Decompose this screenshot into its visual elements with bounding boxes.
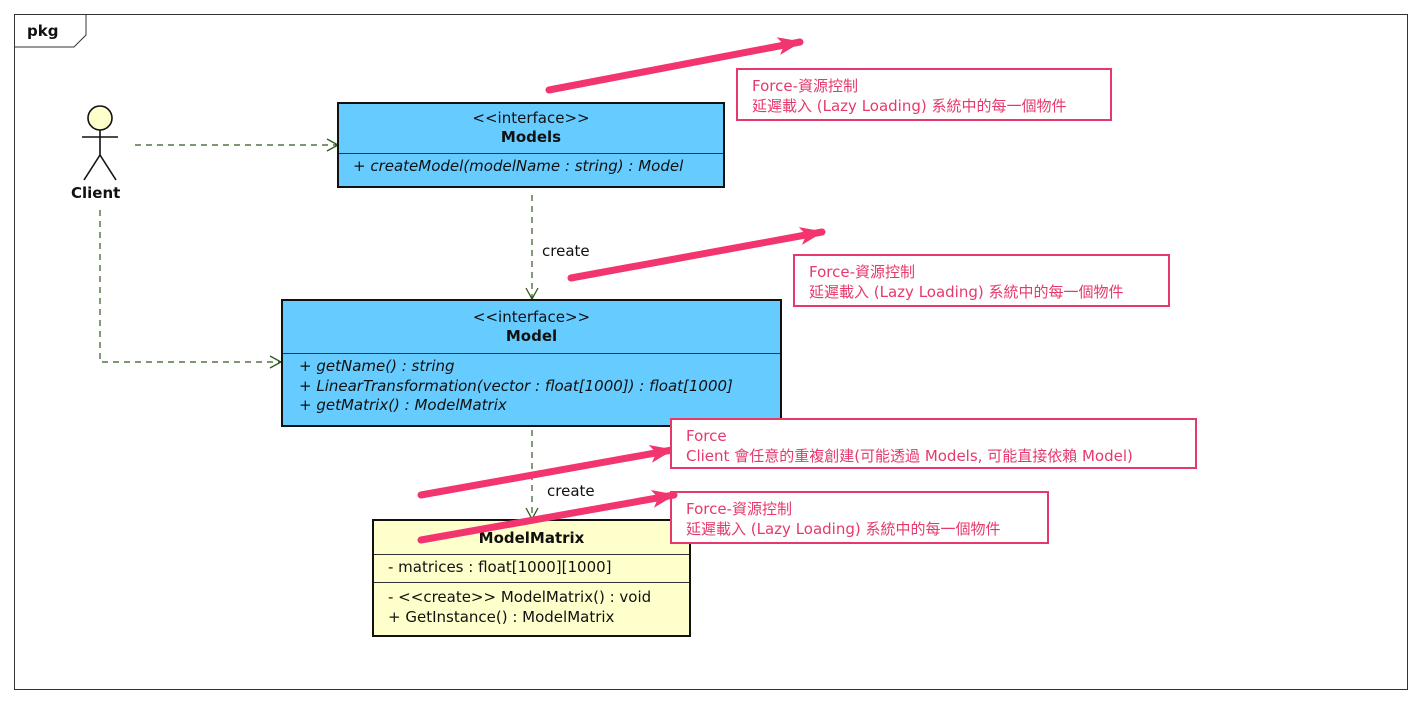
dependency-label-create: create bbox=[547, 482, 595, 500]
class-model-matrix-header: ModelMatrix bbox=[374, 521, 689, 555]
package-frame bbox=[14, 14, 1408, 690]
class-models-stereotype: <<interface>> bbox=[472, 109, 590, 127]
note-force-client[interactable]: Force Client 會任意的重複創建(可能透過 Models, 可能直接依… bbox=[670, 418, 1197, 469]
force-arrow-1 bbox=[545, 37, 804, 94]
class-model-matrix[interactable]: ModelMatrix - matrices : float[1000][100… bbox=[372, 519, 691, 637]
operation: + getMatrix() : ModelMatrix bbox=[299, 396, 507, 414]
note-force-resource-2[interactable]: Force-資源控制 延遲載入 (Lazy Loading) 系統中的每一個物件 bbox=[793, 254, 1170, 307]
class-models-name: Models bbox=[500, 128, 562, 146]
force-arrow-2 bbox=[567, 227, 826, 282]
frame-label: pkg bbox=[27, 22, 59, 40]
actor-right-leg bbox=[99, 154, 117, 181]
note-line-2: Client 會任意的重複創建(可能透過 Models, 可能直接依賴 Mode… bbox=[686, 446, 1133, 465]
note-line-2: 延遲載入 (Lazy Loading) 系統中的每一個物件 bbox=[686, 519, 1001, 538]
operation: + getName() : string bbox=[299, 357, 455, 375]
class-model-name: Model bbox=[505, 327, 558, 345]
actor-icon bbox=[82, 105, 118, 181]
note-line-1: Force-資源控制 bbox=[752, 77, 858, 95]
note-line-2: 延遲載入 (Lazy Loading) 系統中的每一個物件 bbox=[752, 96, 1067, 115]
note-line-1: Force-資源控制 bbox=[809, 263, 915, 281]
class-model-matrix-operations: - <<create>> ModelMatrix() : void + GetI… bbox=[374, 583, 689, 627]
note-line-1: Force bbox=[686, 427, 727, 445]
class-model-matrix-name: ModelMatrix bbox=[478, 529, 585, 547]
class-models[interactable]: <<interface>> Models + createModel(model… bbox=[337, 102, 725, 188]
operation: + LinearTransformation(vector : float[10… bbox=[299, 376, 733, 395]
class-model-operations: + getName() : string + LinearTransformat… bbox=[283, 354, 780, 416]
note-line-2: 延遲載入 (Lazy Loading) 系統中的每一個物件 bbox=[809, 282, 1124, 301]
frame-tab-outline bbox=[14, 14, 87, 48]
note-line-1: Force-資源控制 bbox=[686, 500, 792, 518]
operation: - <<create>> ModelMatrix() : void bbox=[388, 588, 652, 606]
class-models-operations: + createModel(modelName : string) : Mode… bbox=[339, 154, 723, 177]
attribute: - matrices : float[1000][1000] bbox=[388, 558, 612, 576]
class-model-matrix-attributes: - matrices : float[1000][1000] bbox=[374, 555, 689, 583]
operation: + createModel(modelName : string) : Mode… bbox=[353, 157, 684, 175]
actor-label: Client bbox=[71, 184, 121, 202]
class-model-stereotype: <<interface>> bbox=[472, 308, 591, 326]
force-arrow-3 bbox=[417, 445, 676, 499]
class-models-header: <<interface>> Models bbox=[339, 104, 723, 154]
note-force-resource-1[interactable]: Force-資源控制 延遲載入 (Lazy Loading) 系統中的每一個物件 bbox=[736, 68, 1112, 121]
class-model[interactable]: <<interface>> Model + getName() : string… bbox=[281, 299, 782, 427]
note-force-resource-3[interactable]: Force-資源控制 延遲載入 (Lazy Loading) 系統中的每一個物件 bbox=[670, 491, 1049, 544]
operation: + GetInstance() : ModelMatrix bbox=[388, 607, 615, 626]
actor-left-leg bbox=[83, 154, 101, 181]
dependency-label-create: create bbox=[542, 242, 590, 260]
class-model-header: <<interface>> Model bbox=[283, 301, 780, 354]
